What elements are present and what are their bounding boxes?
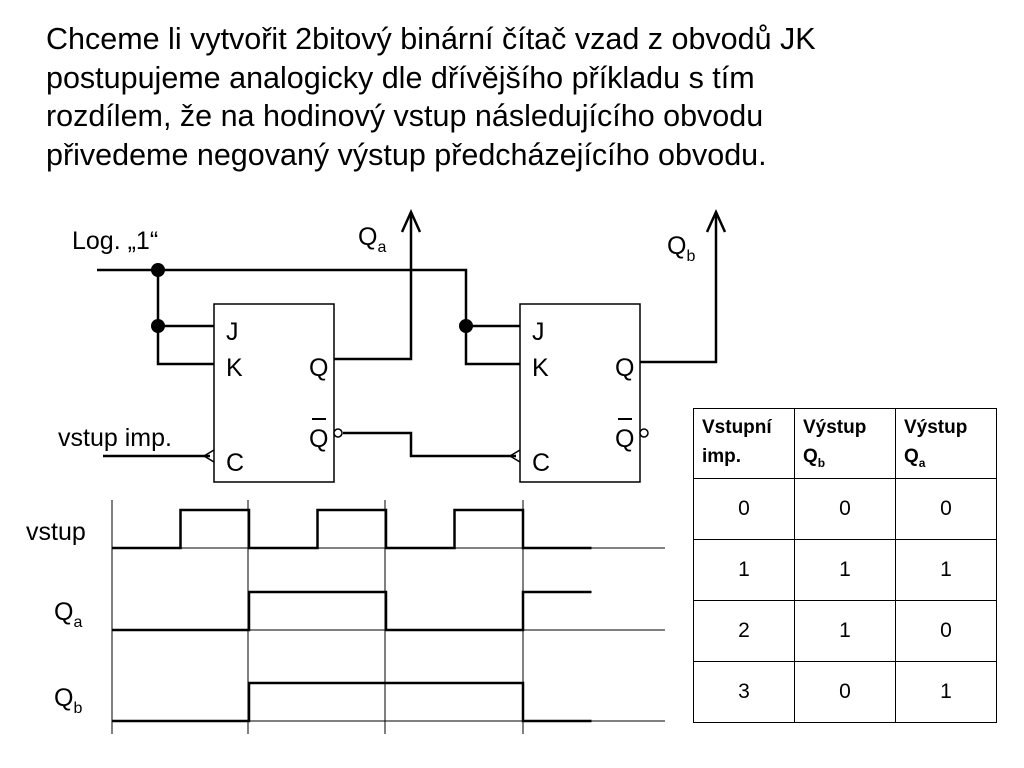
pin-j: J	[532, 318, 545, 346]
pin-q-negated: Q	[309, 425, 328, 453]
table-row: 1 1 1	[693, 539, 997, 601]
qb-arrow	[705, 208, 727, 233]
table-cell: 0	[794, 661, 896, 723]
pin-c: C	[226, 449, 244, 477]
table-cell: 0	[895, 478, 997, 540]
table-row: 2 1 0	[693, 600, 997, 662]
intro-line: Chceme li vytvořit 2bitový binární čítač…	[46, 22, 816, 56]
table-cell: 0	[693, 478, 795, 540]
pin-j: J	[226, 318, 239, 346]
jk-flipflop-a: J K C Q Q	[202, 303, 343, 483]
clock-input-label: vstup imp.	[58, 424, 172, 452]
table-row: 0 0 0	[693, 478, 997, 540]
intro-line: postupujeme analogicky dle dřívějšího př…	[46, 60, 755, 95]
jk-tie-a	[156, 270, 214, 366]
qa-output-wire	[334, 214, 413, 361]
table-cell: 0	[895, 600, 997, 662]
timing-label-vstup: vstup	[26, 518, 86, 546]
table-cell: 1	[895, 539, 997, 601]
table-cell: 0	[794, 478, 896, 540]
qa-arrow	[400, 208, 422, 233]
pin-q: Q	[309, 354, 328, 382]
intro-line: přivedeme negovaný výstup předcházejícíh…	[46, 137, 767, 172]
timing-label-qa: Qa	[54, 598, 82, 631]
table-cell: 1	[693, 539, 795, 601]
junction-dot	[459, 319, 473, 333]
intro-line: rozdílem, že na hodinový vstup následují…	[46, 99, 764, 133]
table-row: 3 0 1	[693, 661, 997, 723]
pin-c: C	[532, 449, 550, 477]
log1-wire	[97, 268, 520, 328]
intro-paragraph: Chceme li vytvořit 2bitový binární čítač…	[46, 20, 1006, 174]
jk-flipflop-b: J K C Q Q	[508, 303, 649, 483]
table-cell: 2	[693, 600, 795, 662]
timing-label-qb: Qb	[54, 684, 82, 717]
log1-label: Log. „1“	[72, 227, 158, 255]
table-cell: 3	[693, 661, 795, 723]
qb-output-wire	[640, 214, 718, 364]
pin-q-negated: Q	[615, 425, 634, 453]
qn-to-clock-wire	[343, 431, 516, 458]
table-cell: 1	[794, 539, 896, 601]
pin-k: K	[532, 354, 549, 382]
table-cell: 1	[794, 600, 896, 662]
timing-wave	[112, 508, 592, 550]
circuit-wires	[97, 208, 727, 458]
qa-label: Qa	[358, 223, 386, 256]
timing-wave	[112, 681, 592, 723]
junction-dot	[151, 263, 165, 277]
timing-wave	[112, 590, 592, 632]
pin-k: K	[226, 354, 243, 382]
junction-dot	[151, 319, 165, 333]
jk-tie-b	[464, 326, 520, 366]
qb-label: Qb	[667, 232, 695, 265]
pin-q: Q	[615, 354, 634, 382]
timing-diagram: vstup Qa Qb	[26, 500, 665, 734]
table-cell: 1	[895, 661, 997, 723]
